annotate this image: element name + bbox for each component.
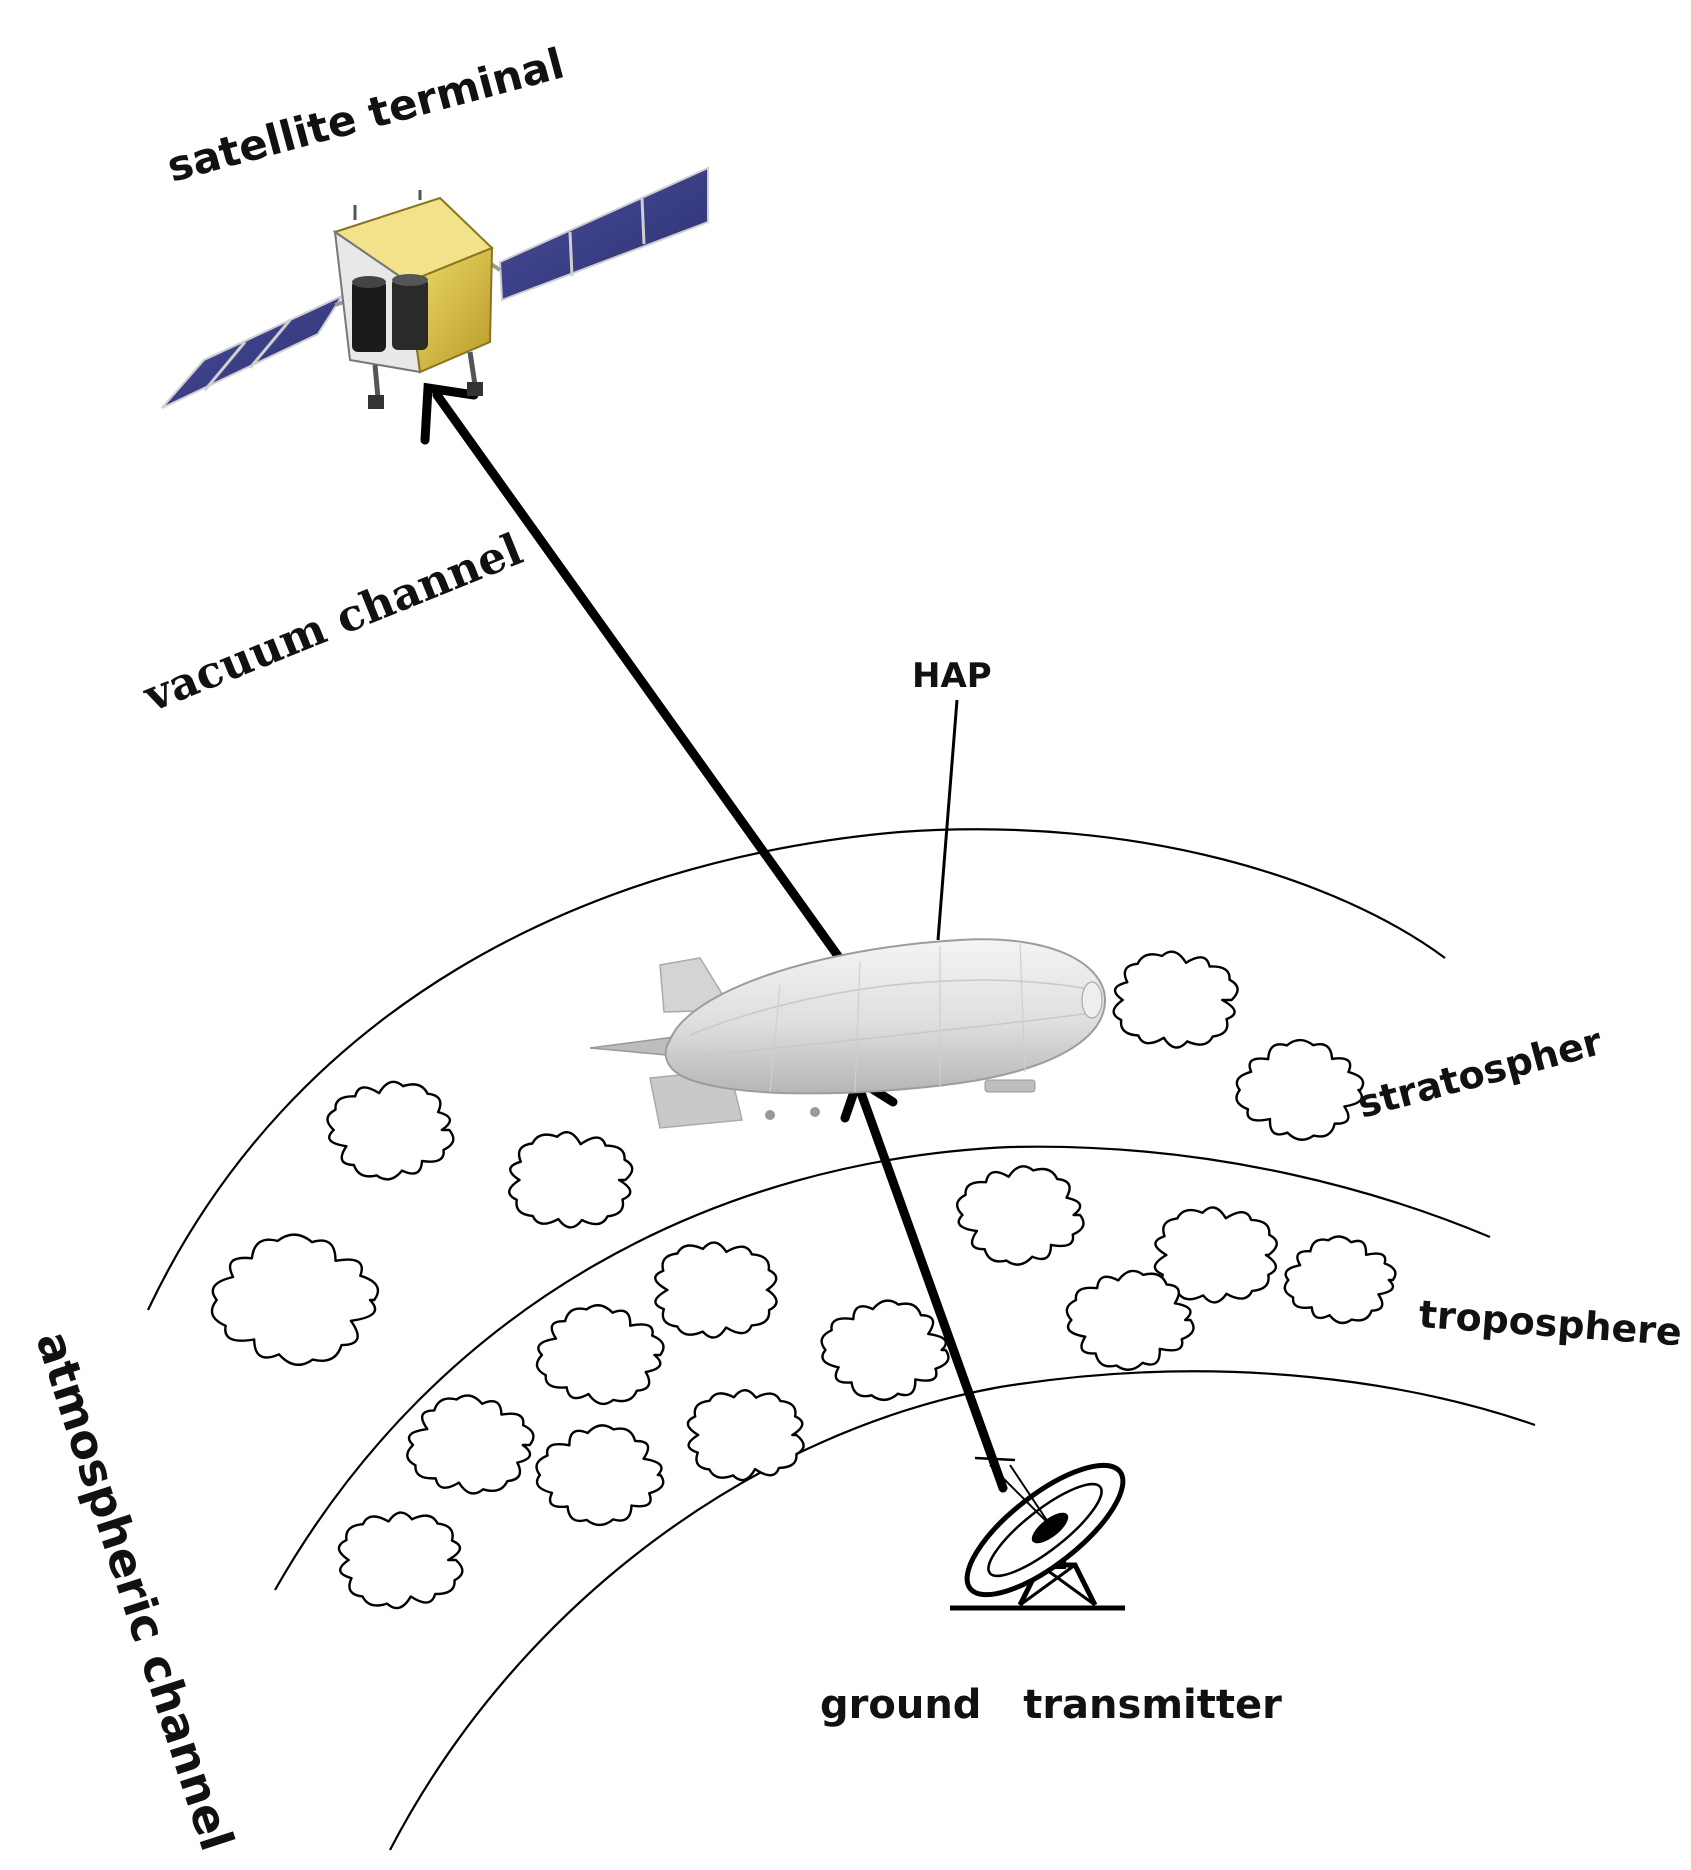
cloud-icon	[326, 1080, 455, 1181]
cloud-icon	[1235, 1038, 1365, 1141]
vacuum-channel-label: vacuum channel	[136, 524, 529, 723]
cloud-icon	[406, 1394, 535, 1495]
atmosphere-layers	[147, 828, 1536, 1851]
troposphere-label: troposphere	[1417, 1292, 1683, 1354]
hap-label: HAP	[912, 656, 992, 696]
airship-icon	[589, 938, 1107, 1129]
cloud-icon	[337, 1511, 464, 1610]
clouds	[210, 950, 1397, 1610]
cloud-icon	[210, 1233, 380, 1366]
cloud-icon	[508, 1131, 634, 1229]
cloud-icon	[535, 1304, 665, 1406]
uplink-beam-ground-to-hap	[840, 1073, 1008, 1493]
cloud-icon	[535, 1424, 665, 1527]
cloud-icon	[686, 1388, 805, 1482]
uplink-beam-hap-to-satellite	[420, 382, 853, 975]
cloud-icon	[1065, 1269, 1195, 1371]
stratosphere-outer-boundary	[147, 828, 1446, 1311]
cloud-icon	[956, 1165, 1085, 1266]
stratosphere-troposphere-boundary	[274, 1145, 1491, 1591]
troposphere-ground-boundary	[389, 1370, 1536, 1851]
cloud-icon	[1283, 1235, 1397, 1325]
satellite-terminal-label: satellite terminal	[162, 39, 569, 192]
stratosphere-label: stratospher	[1353, 1019, 1607, 1126]
satellite-icon	[161, 166, 709, 409]
cloud-icon	[654, 1241, 778, 1339]
cloud-icon	[1153, 1206, 1278, 1304]
dish-antenna-icon	[950, 1456, 1126, 1611]
atmospheric-channel-label: atmospheric channel	[26, 1325, 245, 1857]
cloud-icon	[820, 1299, 950, 1402]
hap-leader-line	[936, 699, 959, 941]
cloud-icon	[1112, 950, 1239, 1049]
ground-transmitter-label: ground transmitter	[820, 1682, 1282, 1728]
